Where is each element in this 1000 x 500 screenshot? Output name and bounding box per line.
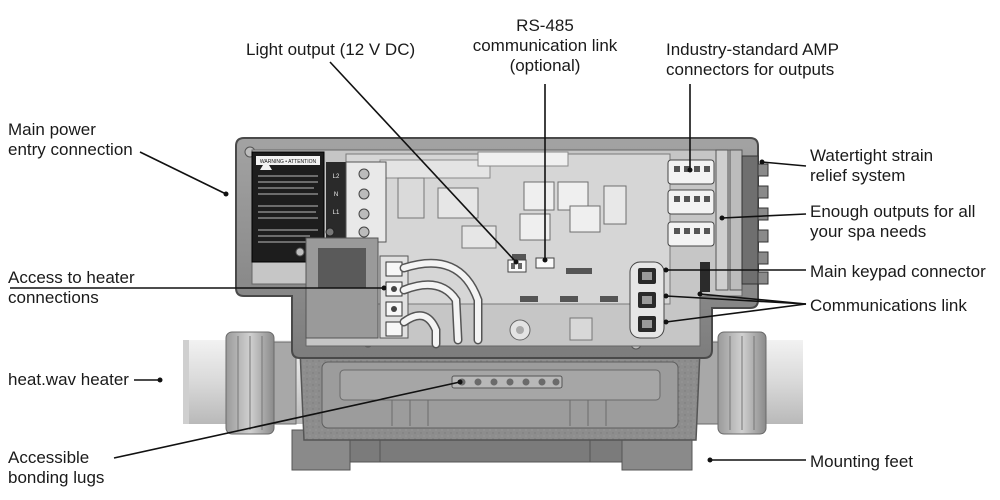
label-strain-relief: Watertight strain relief system bbox=[810, 146, 933, 186]
terminal-n: N bbox=[334, 192, 338, 198]
label-main-power: Main power entry connection bbox=[8, 120, 133, 160]
terminal-l1: L1 bbox=[333, 210, 340, 216]
label-keypad-text: Main keypad connector bbox=[810, 262, 986, 281]
label-bonding-line2: bonding lugs bbox=[8, 468, 105, 487]
label-communications-text: Communications link bbox=[810, 296, 967, 315]
label-rs485: RS-485 communication link (optional) bbox=[470, 16, 620, 76]
label-rs485-line3: (optional) bbox=[509, 56, 581, 75]
label-main-power-line1: Main power bbox=[8, 120, 96, 139]
label-amp-line1: Industry-standard AMP bbox=[666, 40, 839, 59]
leader-lines bbox=[10, 61, 807, 461]
warning-label-title: WARNING • ATTENTION bbox=[260, 159, 317, 165]
circuit-board bbox=[345, 151, 671, 341]
power-terminal-block: L2 N L1 bbox=[325, 161, 387, 243]
label-light-output: Light output (12 V DC) bbox=[246, 40, 415, 60]
label-bonding: Accessible bonding lugs bbox=[8, 448, 104, 488]
label-mounting-feet: Mounting feet bbox=[810, 452, 913, 472]
label-heater-access-line2: connections bbox=[8, 288, 99, 307]
leader-dots bbox=[157, 159, 765, 463]
label-amp-connectors: Industry-standard AMP connectors for out… bbox=[666, 40, 839, 80]
label-light-output-text: Light output (12 V DC) bbox=[246, 40, 416, 59]
label-keypad: Main keypad connector bbox=[810, 262, 986, 282]
mounting-feet-shapes bbox=[291, 429, 693, 471]
label-outputs-line1: Enough outputs for all bbox=[810, 202, 976, 221]
label-heater-access: Access to heater connections bbox=[8, 268, 135, 308]
terminal-l2: L2 bbox=[333, 174, 340, 180]
label-heater: heat.wav heater bbox=[8, 370, 129, 390]
label-outputs: Enough outputs for all your spa needs bbox=[810, 202, 975, 242]
label-main-power-line2: entry connection bbox=[8, 140, 133, 159]
label-heater-access-line1: Access to heater bbox=[8, 268, 135, 287]
right-union-nut bbox=[695, 331, 767, 435]
label-heater-text: heat.wav heater bbox=[8, 370, 129, 389]
label-communications: Communications link bbox=[810, 296, 967, 316]
label-mounting-feet-text: Mounting feet bbox=[810, 452, 914, 471]
heater-wires bbox=[399, 258, 483, 349]
left-union-nut bbox=[225, 331, 297, 435]
label-outputs-line2: your spa needs bbox=[810, 222, 927, 241]
label-strain-relief-line1: Watertight strain bbox=[810, 146, 934, 165]
label-rs485-line1: RS-485 bbox=[516, 16, 574, 35]
bonding-lug-strip bbox=[451, 375, 563, 389]
strain-relief-bars bbox=[715, 149, 769, 291]
label-rs485-line2: communication link bbox=[472, 36, 618, 55]
keypad-comm-connectors bbox=[629, 261, 710, 339]
heater-housing bbox=[299, 349, 701, 441]
amp-connectors bbox=[667, 159, 715, 247]
label-strain-relief-line2: relief system bbox=[810, 166, 906, 185]
label-bonding-line1: Accessible bbox=[8, 448, 90, 467]
label-amp-line2: connectors for outputs bbox=[666, 60, 835, 79]
